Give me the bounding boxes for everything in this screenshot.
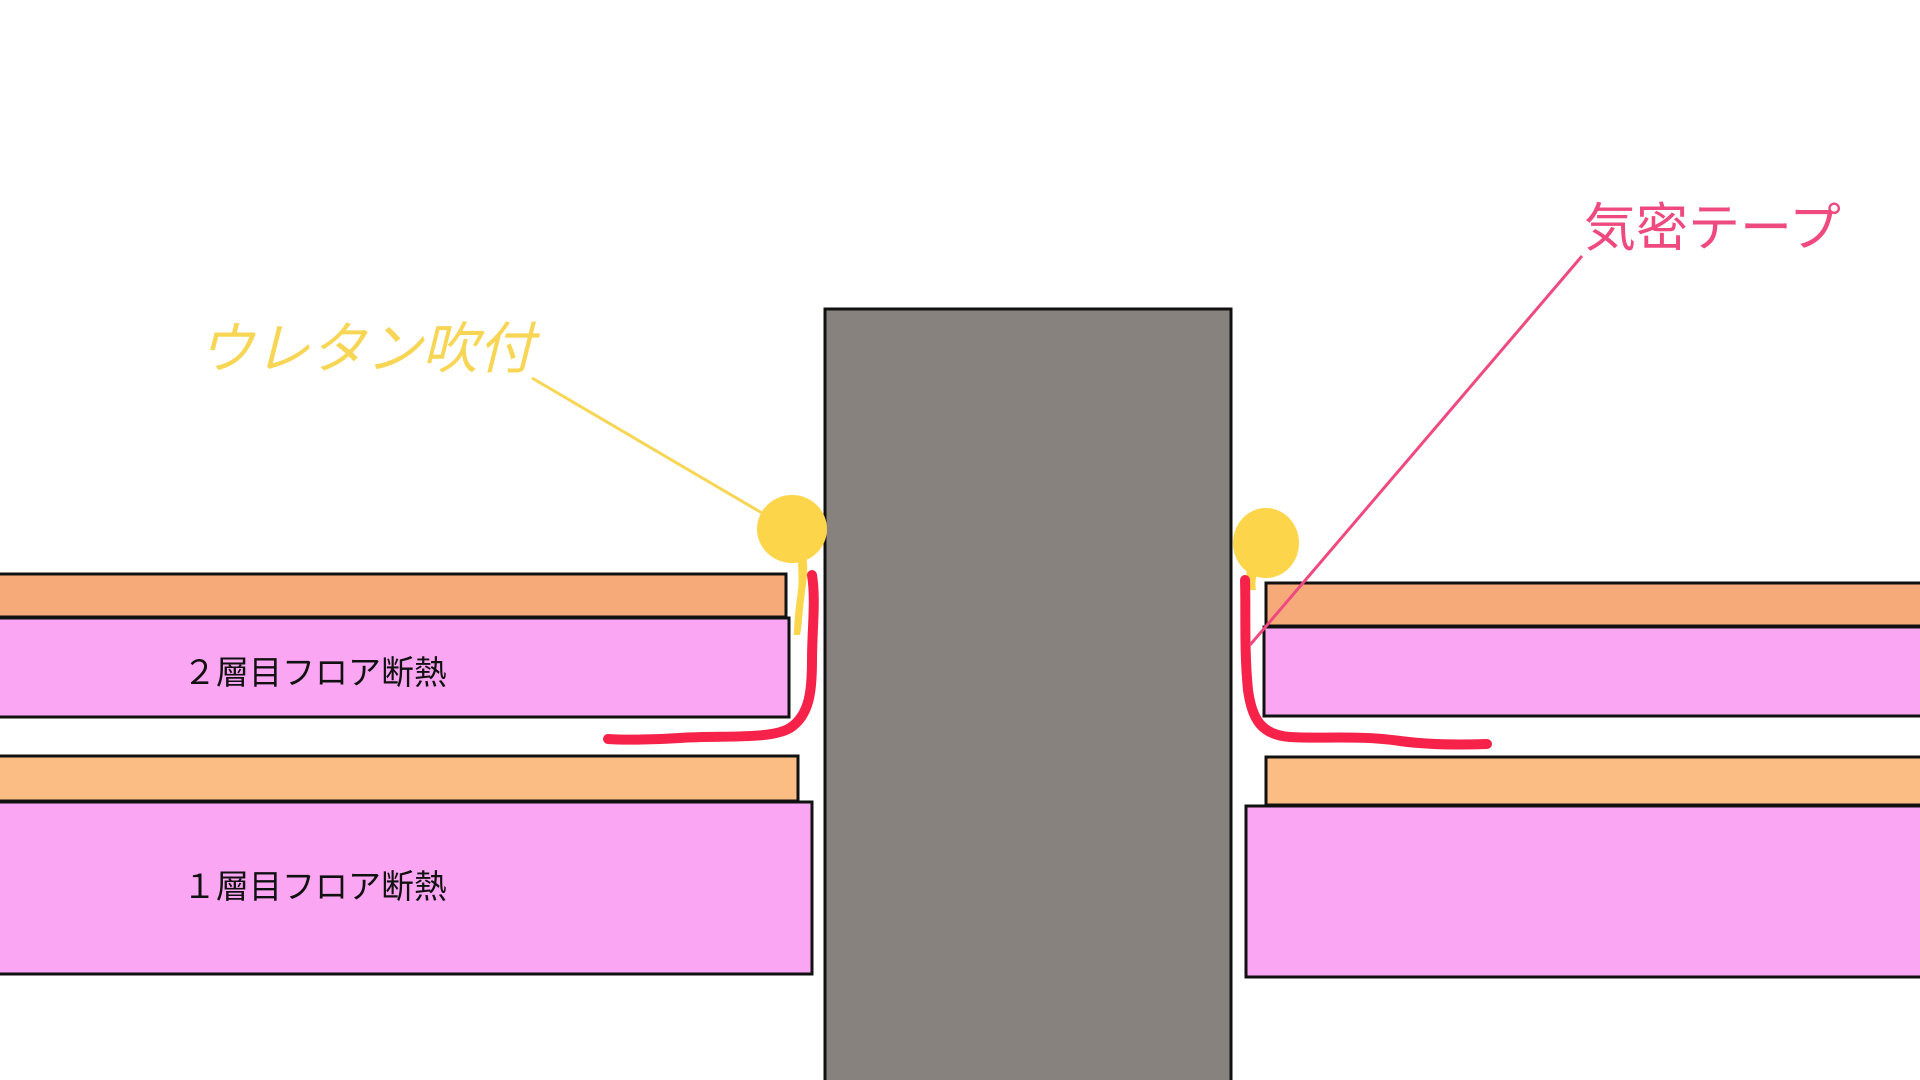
left-floor1-board xyxy=(0,754,800,803)
airtight-tape-right xyxy=(1240,575,1492,750)
floor2-insulation-label: ２層目フロア断熱 xyxy=(183,653,447,692)
left-floor1-insulation xyxy=(0,800,814,976)
airtight-tape-left xyxy=(603,570,819,745)
central-column xyxy=(823,307,1233,1080)
urethane-spray-callout: ウレタン吹付 xyxy=(198,317,541,382)
right-floor1-insulation xyxy=(1244,804,1920,979)
right-floor1-board xyxy=(1264,755,1920,807)
right-floor2-board xyxy=(1264,581,1920,628)
urethane-spray-right xyxy=(1233,508,1299,590)
urethane-spray-left xyxy=(757,495,827,635)
airtight-tape-callout: 気密テープ xyxy=(1584,199,1841,259)
left-floor2-board xyxy=(0,572,788,619)
floor1-insulation-label: １層目フロア断熱 xyxy=(183,867,447,906)
urethane-leader-line xyxy=(531,376,763,515)
left-floor2-insulation xyxy=(0,616,791,719)
right-floor2-insulation xyxy=(1262,625,1920,718)
airtight-tape-leader-line xyxy=(1248,255,1584,646)
